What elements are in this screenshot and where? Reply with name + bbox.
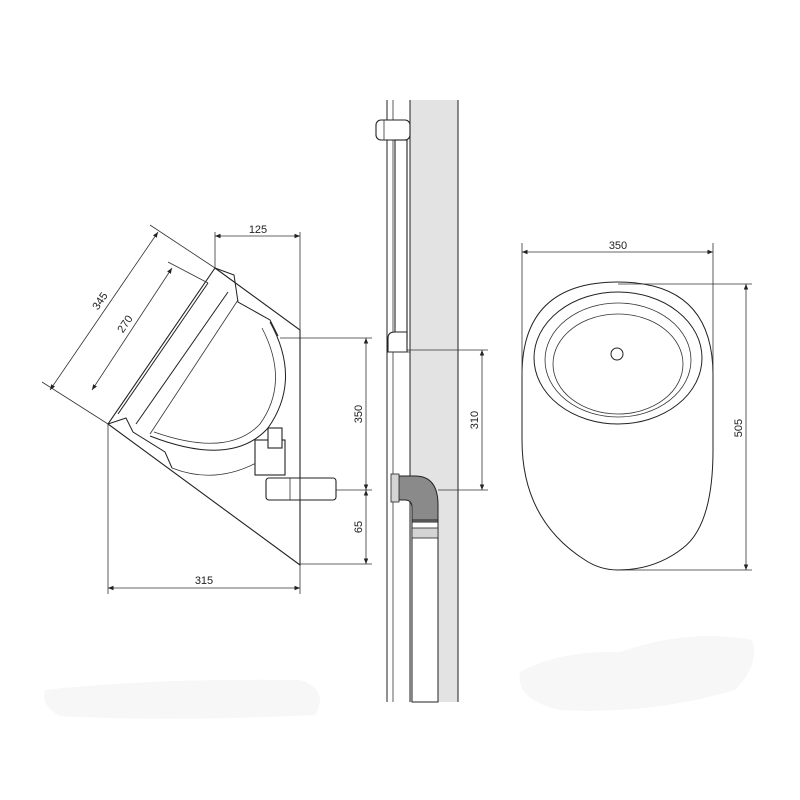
dim-345-line — [49, 231, 159, 391]
top-view-rim-left — [107, 417, 173, 469]
dim-front-350-label: 350 — [609, 240, 627, 252]
dim-310-label: 310 — [469, 411, 481, 429]
dim-315-label: 315 — [195, 575, 213, 587]
dim-125-label: 125 — [249, 224, 267, 236]
waste-pipe — [390, 473, 439, 703]
dim-345-label: 345 — [90, 290, 110, 312]
top-view-rim-inner — [214, 267, 279, 337]
supply-inlet-bend — [387, 331, 408, 353]
front-view: 350 505 — [521, 240, 752, 571]
front-view-body — [521, 281, 714, 571]
top-view-outer-body — [107, 267, 301, 567]
background-smudges — [44, 636, 754, 719]
top-view-bowl-arc-inner — [153, 327, 276, 444]
dim-505-label: 505 — [733, 419, 745, 437]
top-view-back-line-3 — [149, 299, 239, 435]
top-view-lower-inner — [171, 461, 259, 476]
dim-270-ext-top — [167, 261, 209, 284]
top-view-back-line-2 — [135, 291, 229, 425]
side-view: 310 — [375, 100, 488, 703]
top-view-outlet-fitting — [254, 427, 337, 501]
supply-channel — [394, 139, 408, 341]
dim-270-line — [91, 267, 173, 391]
front-view-rim-inner — [544, 302, 692, 418]
smudge-left — [44, 679, 320, 719]
dim-270-label: 270 — [115, 313, 135, 335]
dim-65-label: 65 — [353, 521, 365, 533]
dim-350-label: 350 — [353, 405, 365, 423]
dim-345-ext-bottom — [41, 381, 109, 425]
front-view-bowl-inner — [552, 313, 684, 415]
smudge-right — [519, 636, 754, 711]
top-view: 125 345 270 315 350 65 — [41, 224, 372, 594]
top-hanger-bracket — [375, 119, 411, 141]
spray-nozzle-icon — [610, 347, 624, 361]
front-view-rim-outer — [533, 291, 703, 425]
dim-345-ext-top — [149, 224, 216, 269]
